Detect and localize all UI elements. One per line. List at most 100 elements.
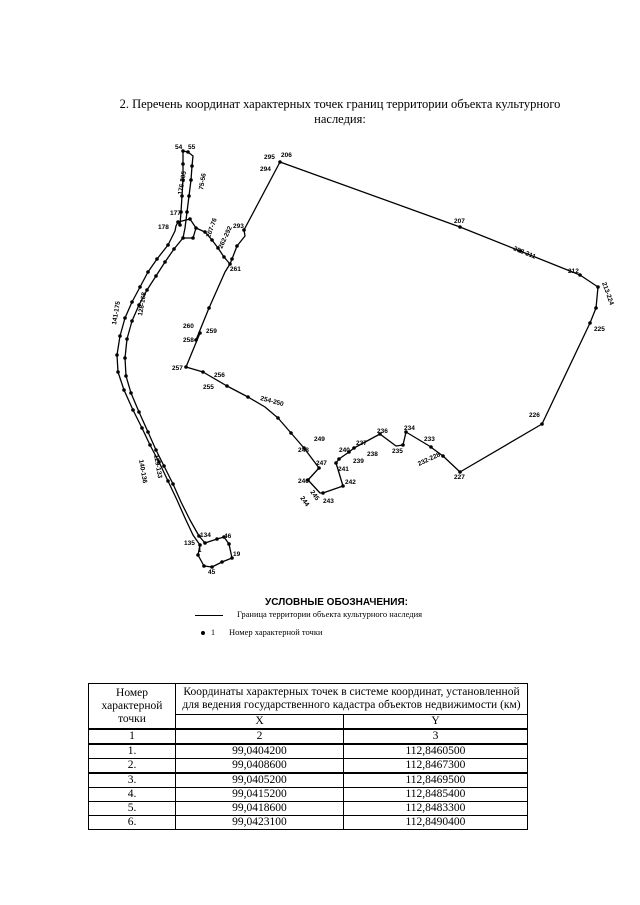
y-cell: 112,8467300 <box>342 758 529 774</box>
point-number-cell: 3. <box>88 772 176 788</box>
point-label: 293 <box>233 223 244 230</box>
point-label: 213-224 <box>600 281 615 306</box>
legend-point-text: Номер характерной точки <box>229 627 323 637</box>
point-label: 235 <box>392 448 403 455</box>
point-label: 233 <box>424 436 435 443</box>
table-row: 4. 99,0415200 112,8485400 <box>88 787 529 802</box>
point-label: 46 <box>224 533 232 540</box>
point-label: 294 <box>260 166 271 173</box>
point-label: 178 <box>158 224 169 231</box>
point-label: 247 <box>316 460 327 467</box>
main-boundary <box>185 161 599 494</box>
point-label: 128-168 <box>137 291 148 316</box>
point-label: 141-175 <box>111 300 122 325</box>
point-label: 295 <box>264 154 275 161</box>
legend-boundary-text: Граница территории объекта культурного н… <box>237 609 423 619</box>
point-label: 227 <box>454 474 465 481</box>
point-label: 207 <box>454 218 465 225</box>
point-label: 206 <box>281 152 292 159</box>
section-heading: 2. Перечень координат характерных точек … <box>60 97 620 127</box>
table-row: 5. 99,0418600 112,8483300 <box>88 801 529 816</box>
index-row: 1 2 3 <box>88 728 529 745</box>
boundary-lines <box>116 150 599 568</box>
point-label: 232-228 <box>417 451 442 468</box>
table-row: 3. 99,0405200 112,8469500 <box>88 772 529 788</box>
y-cell: 112,8469500 <box>342 772 529 788</box>
point-label: 236 <box>377 428 388 435</box>
x-cell: 99,0405200 <box>175 772 344 788</box>
x-cell: 99,0415200 <box>175 787 344 802</box>
point-label: 246 <box>298 478 309 485</box>
legend-point-number: 1 <box>211 628 215 637</box>
y-cell: 112,8485400 <box>342 787 529 802</box>
point-label: 239 <box>353 458 364 465</box>
point-label: 248 <box>298 447 309 454</box>
point-label: 140-136 <box>137 459 148 484</box>
point-label: 135 <box>184 540 195 547</box>
table-row: 1. 99,0404200 112,8460500 <box>88 743 529 759</box>
point-label: 207-76 <box>205 217 219 239</box>
x-cell: 99,0408600 <box>175 758 344 774</box>
point-label: 257 <box>172 365 183 372</box>
point-label: 237 <box>356 440 367 447</box>
point-label: 45 <box>208 569 216 576</box>
point-dot-symbol <box>201 631 205 636</box>
northwest-arm <box>179 150 194 239</box>
outer-boundary <box>116 221 233 568</box>
point-label: 259 <box>206 328 217 335</box>
header-x: X <box>175 714 344 730</box>
legend-boundary-row: Граница территории объекта культурного н… <box>195 609 422 619</box>
point-label: 19 <box>233 551 241 558</box>
point-number-cell: 6. <box>88 815 176 830</box>
header-coordinates: Координаты характерных точек в системе к… <box>175 683 528 715</box>
index-cell: 3 <box>342 728 529 745</box>
point-label: 244 <box>298 495 310 508</box>
point-label: 255 <box>203 384 214 391</box>
header-y: Y <box>342 714 529 730</box>
x-cell: 99,0418600 <box>175 801 344 816</box>
y-cell: 112,8483300 <box>342 801 529 816</box>
index-cell: 1 <box>88 728 176 745</box>
point-label: 249 <box>314 436 325 443</box>
point-label: 176-205 <box>177 170 188 195</box>
point-label: 243 <box>323 498 334 505</box>
point-label: 177 <box>170 210 181 217</box>
legend-title: УСЛОВНЫЕ ОБОЗНАЧЕНИЯ: <box>265 597 408 608</box>
header-point-number: Номер характерной точки <box>88 683 176 730</box>
heading-line-1: 2. Перечень координат характерных точек … <box>119 97 561 111</box>
y-cell: 112,8490400 <box>342 815 529 830</box>
point-label: 241 <box>338 466 349 473</box>
legend-point-row: 1 Номер характерной точки <box>195 627 323 637</box>
point-label: 55 <box>188 144 196 151</box>
point-number-cell: 5. <box>88 801 176 816</box>
point-label: 242 <box>345 479 356 486</box>
point-label: 1 <box>198 547 202 554</box>
point-number-cell: 4. <box>88 787 176 802</box>
coordinates-table: Номер характерной точки Координаты харак… <box>88 683 529 830</box>
heading-line-2: наследия: <box>314 112 366 126</box>
boundary-line-symbol <box>195 614 223 616</box>
point-label: 225 <box>594 326 605 333</box>
y-cell: 112,8460500 <box>342 743 529 759</box>
boundary-points <box>115 149 600 569</box>
point-label: 258 <box>183 337 194 344</box>
point-label: 212 <box>568 268 579 275</box>
point-label: 129-133 <box>152 454 163 479</box>
point-label: 234 <box>404 425 415 432</box>
point-label: 208-211 <box>512 245 537 260</box>
point-label: 256 <box>214 372 225 379</box>
point-label: 260 <box>183 323 194 330</box>
point-label: 261 <box>230 266 241 273</box>
point-label: 75-56 <box>198 172 208 190</box>
point-label: 134 <box>200 532 211 539</box>
x-cell: 99,0423100 <box>175 815 344 830</box>
point-label: 54 <box>175 144 183 151</box>
point-label: 240 <box>339 447 350 454</box>
index-cell: 2 <box>175 728 344 745</box>
table-row: 6. 99,0423100 112,8490400 <box>88 815 529 830</box>
point-label: 262-292 <box>217 225 234 250</box>
point-number-cell: 1. <box>88 743 176 759</box>
point-label: 238 <box>367 451 378 458</box>
